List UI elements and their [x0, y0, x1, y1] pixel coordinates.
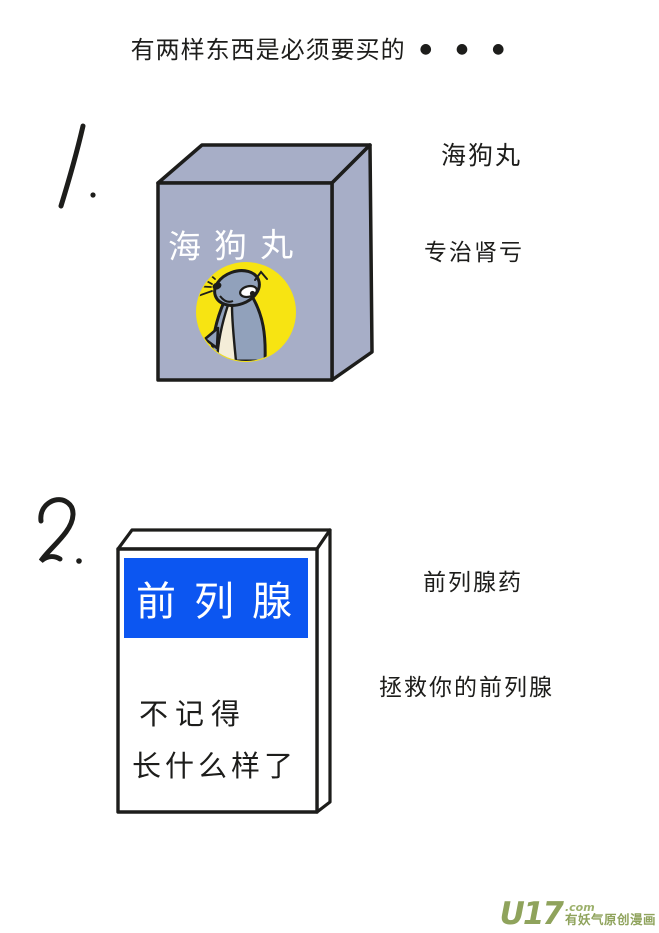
page-title: 有两样东西是必须要买的	[130, 36, 406, 64]
page-title-row: 有两样东西是必须要买的 ●●●	[0, 30, 659, 65]
note-item1-description: 专治肾亏	[424, 240, 524, 266]
seal-mascot-icon	[196, 262, 296, 362]
note-item2-description: 拯救你的前列腺	[379, 675, 554, 701]
note-item1-name: 海狗丸	[441, 141, 523, 170]
u17-tld-text: .com	[564, 901, 595, 915]
u17-tagline-text: 有妖气原创漫画	[564, 912, 656, 928]
ellipsis-dots: ●●●	[419, 40, 529, 57]
item-1-number: 1.	[58, 123, 96, 209]
u17-brand-text: U17	[499, 895, 564, 932]
note-item2-name: 前列腺药	[423, 570, 523, 596]
box-banner: 前列腺	[124, 558, 308, 638]
box-note-line-1: 不记得	[139, 697, 248, 731]
banner-label: 前列腺	[136, 579, 310, 625]
item-2-number: 2.	[38, 497, 82, 564]
seal-box-label: 海狗丸	[167, 224, 307, 267]
u17-logo: U17 .com 有妖气原创漫画	[499, 895, 656, 932]
box-note-line-2: 长什么样了	[132, 749, 298, 783]
seal-pill-box: seal-pill-box	[156, 143, 374, 382]
